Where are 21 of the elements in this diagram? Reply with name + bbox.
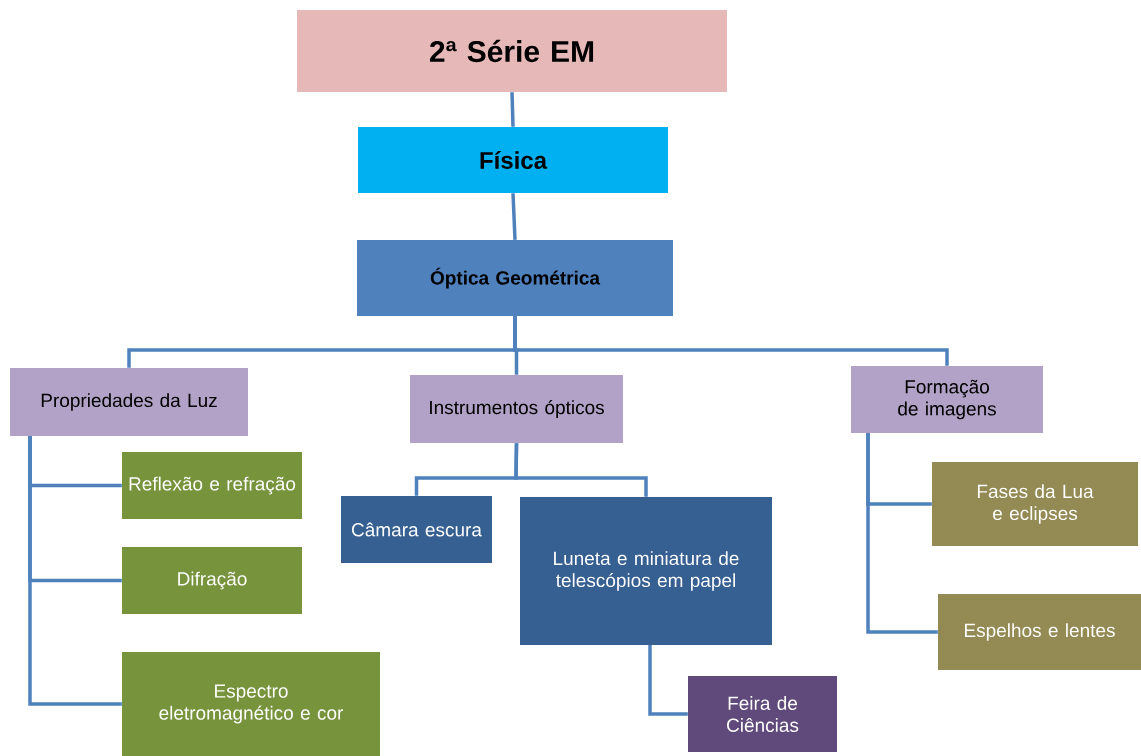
connector-line [511,193,517,240]
connector-line [648,645,688,716]
item-box: Fases da Lua e eclipses [932,462,1138,546]
item-box: Luneta e miniatura de telescópios em papel [520,497,772,645]
topic-box: Óptica Geométrica [357,240,673,316]
connector-line [513,316,949,366]
subject-box: Física [358,127,668,193]
item-box: Difração [122,547,302,614]
item-box: Reflexão e refração [122,452,302,519]
category-box: Instrumentos ópticos [410,375,623,443]
category-box: Propriedades da Luz [10,368,248,436]
connector-line [28,436,122,706]
connector-line [866,433,938,634]
item-box: Espelhos e lentes [938,594,1141,670]
item-box: Câmara escura [341,496,492,563]
title-box: 2ª Série EM [297,10,727,92]
item-box: Feira de Ciências [688,676,837,752]
category-box: Formação de imagens [851,366,1043,433]
item-box: Espectro eletromagnético e cor [122,652,380,756]
connector-line [514,443,648,497]
connector-line [510,92,515,127]
